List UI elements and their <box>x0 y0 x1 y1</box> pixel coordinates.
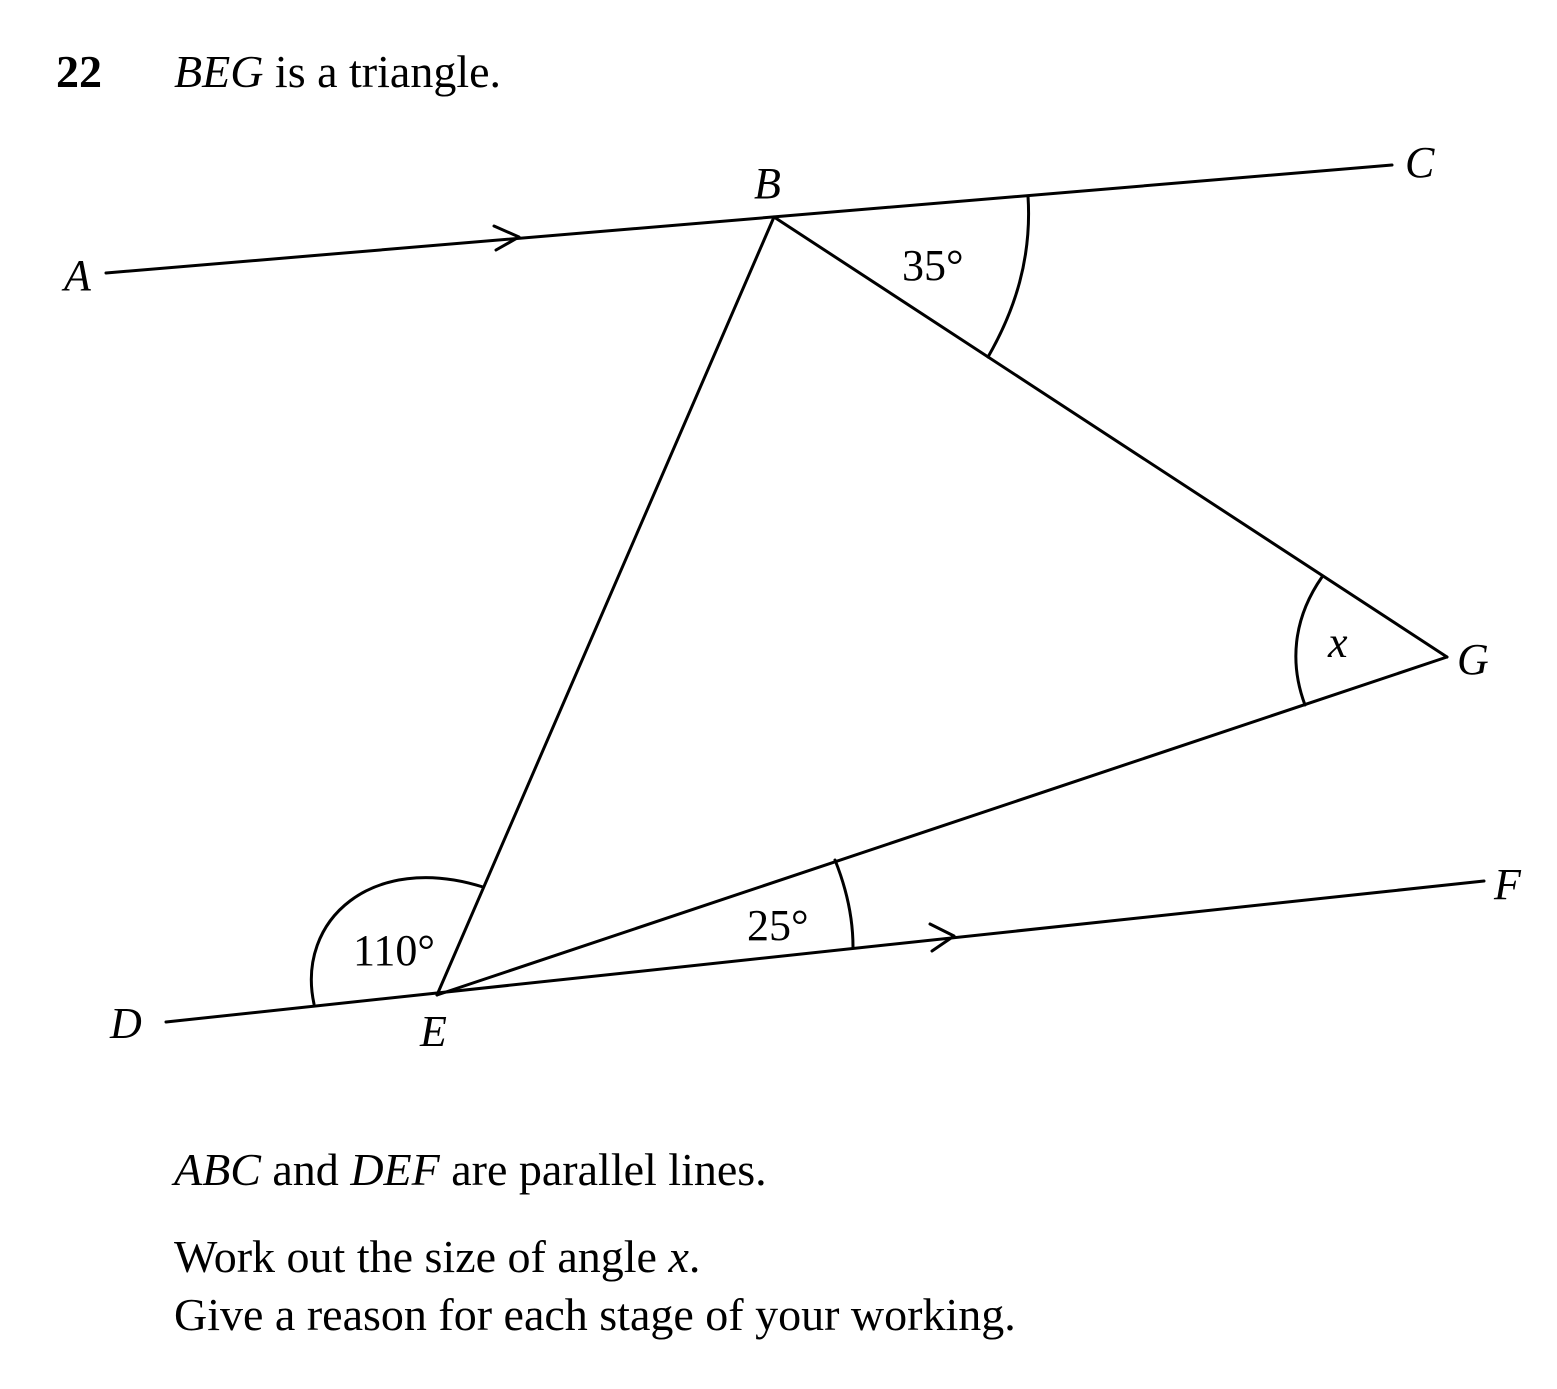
angle-label-b: 35° <box>902 241 964 290</box>
parallel-statement: ABC and DEF are parallel lines. <box>174 1141 767 1199</box>
instruction-end: . <box>688 1231 701 1282</box>
question-number: 22 <box>56 46 102 97</box>
point-label-c: C <box>1405 138 1435 187</box>
angle-arc-e-right <box>833 858 855 949</box>
angle-label-g: x <box>1327 618 1348 667</box>
point-label-f: F <box>1493 860 1522 909</box>
triangle-name: BEG <box>174 46 264 97</box>
geometry-diagram: A B C D E F G 35° 110° 25° x <box>61 138 1522 1056</box>
parallel-rest: are parallel lines. <box>439 1144 767 1195</box>
line-name-def: DEF <box>350 1144 440 1195</box>
angle-label-e-right: 25° <box>747 901 809 950</box>
instruction-variable: x <box>668 1231 689 1282</box>
point-label-b: B <box>754 159 781 208</box>
line-name-abc: ABC <box>174 1144 261 1195</box>
instruction-work-out: Work out the size of angle x. <box>174 1228 700 1286</box>
line-abc <box>104 163 1394 275</box>
angle-label-e-left: 110° <box>353 926 435 975</box>
angle-arc-g <box>1294 575 1324 707</box>
side-be <box>435 215 776 997</box>
point-label-d: D <box>109 999 142 1048</box>
question-title: BEG is a triangle. <box>174 46 501 98</box>
instruction-reason: Give a reason for each stage of your wor… <box>174 1289 1016 1340</box>
parallel-and: and <box>260 1144 351 1195</box>
instruction-start: Work out the size of angle <box>174 1231 669 1282</box>
parallel-arrow-abc <box>492 224 521 252</box>
angle-arc-b <box>986 194 1031 359</box>
point-label-e: E <box>419 1007 447 1056</box>
point-label-g: G <box>1457 635 1489 684</box>
side-eg <box>435 655 1449 997</box>
point-label-a: A <box>61 251 92 300</box>
side-bg <box>772 215 1449 659</box>
line-def <box>164 879 1486 1024</box>
question-title-rest: is a triangle. <box>263 46 502 97</box>
angle-arc-e-left <box>309 876 485 1006</box>
parallel-arrow-def <box>928 922 956 953</box>
